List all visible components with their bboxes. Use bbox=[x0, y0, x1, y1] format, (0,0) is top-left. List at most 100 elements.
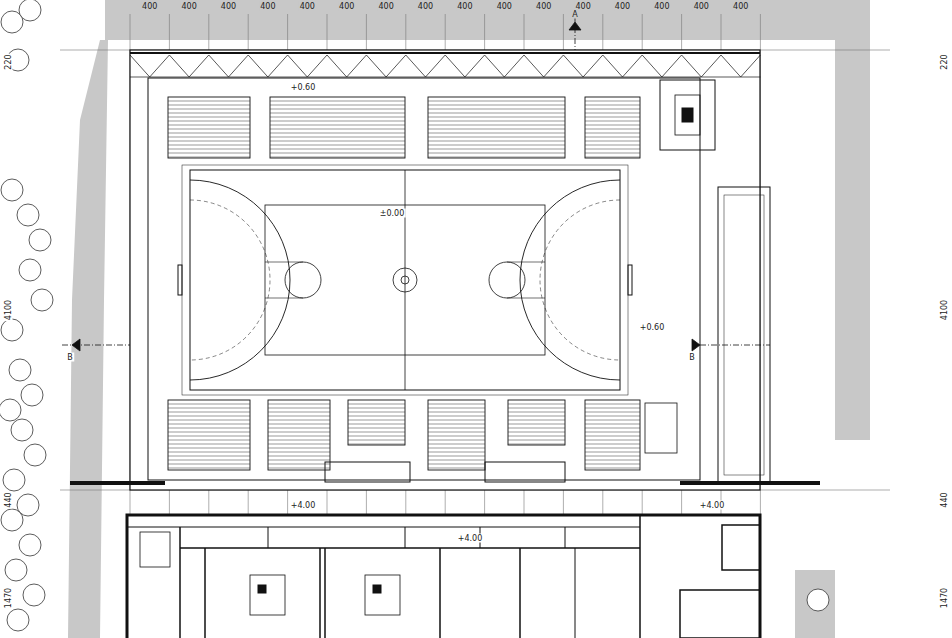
seat-row bbox=[168, 424, 250, 425]
seat-row bbox=[585, 448, 640, 449]
seat-row bbox=[168, 149, 250, 150]
seat-row bbox=[508, 424, 565, 425]
seat-row bbox=[585, 129, 640, 130]
roof-trusses bbox=[130, 55, 760, 77]
seat-row bbox=[270, 117, 405, 118]
seat-row bbox=[270, 109, 405, 110]
seat-row bbox=[268, 412, 330, 413]
stand-block bbox=[508, 400, 565, 445]
seat-row bbox=[270, 153, 405, 154]
seat-row bbox=[585, 113, 640, 114]
seat-row bbox=[428, 105, 565, 106]
seat-row bbox=[508, 408, 565, 409]
seat-row bbox=[168, 464, 250, 465]
stand-block bbox=[268, 400, 330, 470]
seat-row bbox=[585, 109, 640, 110]
tree bbox=[11, 419, 33, 441]
level-label: +0.60 bbox=[639, 323, 666, 332]
seat-row bbox=[168, 157, 250, 158]
seat-row bbox=[168, 125, 250, 126]
seat-row bbox=[585, 157, 640, 158]
seat-row bbox=[428, 444, 485, 445]
seat-row bbox=[268, 404, 330, 405]
seat-row bbox=[168, 440, 250, 441]
seat-row bbox=[428, 125, 565, 126]
seat-row bbox=[585, 412, 640, 413]
seat-row bbox=[585, 432, 640, 433]
seat-row bbox=[428, 404, 485, 405]
trees bbox=[0, 0, 829, 631]
seat-row bbox=[168, 145, 250, 146]
dimension-label: 400 bbox=[141, 2, 158, 11]
seat-row bbox=[168, 432, 250, 433]
dimension-label: 440 bbox=[4, 491, 13, 508]
section-label: B bbox=[688, 353, 696, 362]
seat-row bbox=[168, 117, 250, 118]
seat-row bbox=[585, 141, 640, 142]
dimension-label: 400 bbox=[614, 2, 631, 11]
seat-row bbox=[268, 420, 330, 421]
seat-row bbox=[428, 412, 485, 413]
seat-row bbox=[168, 468, 250, 469]
seat-row bbox=[585, 460, 640, 461]
seat-row bbox=[268, 464, 330, 465]
dimension-label: 400 bbox=[180, 2, 197, 11]
seat-row bbox=[168, 452, 250, 453]
seat-row bbox=[168, 109, 250, 110]
stand-block bbox=[270, 97, 405, 158]
section-label: B bbox=[66, 353, 74, 362]
seat-row bbox=[348, 420, 405, 421]
stand-block bbox=[168, 400, 250, 470]
dimension-label: 400 bbox=[259, 2, 276, 11]
tree bbox=[31, 289, 53, 311]
section-label: A bbox=[571, 10, 578, 19]
dimension-label: 400 bbox=[456, 2, 473, 11]
seat-row bbox=[428, 133, 565, 134]
tree bbox=[807, 589, 829, 611]
dimension-label: 400 bbox=[417, 2, 434, 11]
tree bbox=[29, 229, 51, 251]
seat-row bbox=[428, 153, 565, 154]
seat-row bbox=[508, 436, 565, 437]
tree bbox=[1, 319, 23, 341]
seat-row bbox=[270, 149, 405, 150]
tree bbox=[0, 399, 21, 421]
seat-row bbox=[168, 416, 250, 417]
seat-row bbox=[168, 141, 250, 142]
seat-row bbox=[348, 432, 405, 433]
seat-row bbox=[268, 424, 330, 425]
seat-row bbox=[348, 444, 405, 445]
tree bbox=[23, 584, 45, 606]
seat-row bbox=[168, 436, 250, 437]
tree bbox=[7, 609, 29, 631]
seat-row bbox=[428, 141, 565, 142]
seat-row bbox=[585, 133, 640, 134]
seat-row bbox=[270, 145, 405, 146]
dimension-label: 1470 bbox=[940, 587, 949, 609]
dimension-label: 400 bbox=[653, 2, 670, 11]
seat-row bbox=[268, 440, 330, 441]
seat-row bbox=[428, 117, 565, 118]
seat-row bbox=[348, 404, 405, 405]
tree bbox=[21, 384, 43, 406]
seat-row bbox=[268, 460, 330, 461]
seat-row bbox=[585, 456, 640, 457]
seat-row bbox=[585, 464, 640, 465]
stand-block bbox=[348, 400, 405, 445]
seat-row bbox=[168, 129, 250, 130]
seat-row bbox=[508, 404, 565, 405]
seat-row bbox=[585, 408, 640, 409]
seat-row bbox=[428, 452, 485, 453]
section-marks bbox=[62, 16, 770, 351]
seat-row bbox=[270, 141, 405, 142]
seat-row bbox=[585, 125, 640, 126]
seat-row bbox=[508, 444, 565, 445]
seat-row bbox=[508, 420, 565, 421]
seat-row bbox=[428, 424, 485, 425]
seat-row bbox=[168, 448, 250, 449]
seat-row bbox=[585, 416, 640, 417]
seat-row bbox=[585, 424, 640, 425]
seat-row bbox=[168, 412, 250, 413]
seat-row bbox=[585, 117, 640, 118]
seat-row bbox=[428, 137, 565, 138]
